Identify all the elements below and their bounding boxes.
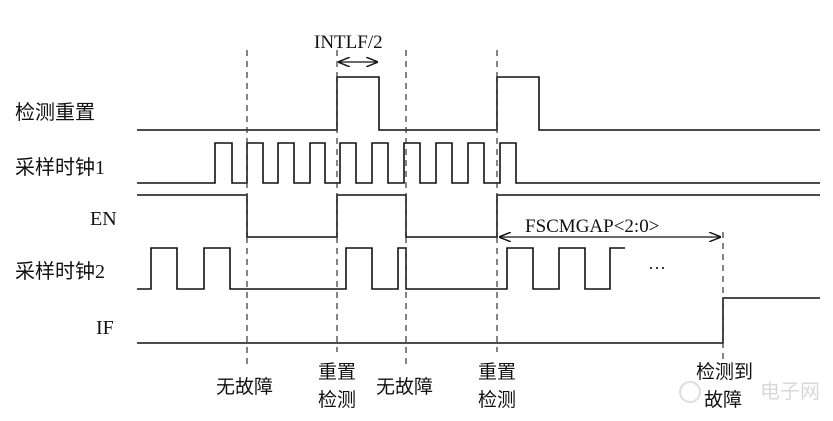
marker-label-reset-detect-2-line1: 重置 [478,361,516,383]
signal-label-sample-clock-1: 采样时钟1 [15,156,105,179]
signal-label-sample-clock-2: 采样时钟2 [15,260,105,283]
waveform-en [137,194,820,238]
marker-label-fault-detected-line1: 检测到 [696,361,753,383]
marker-label-no-fault-2: 无故障 [376,376,433,398]
watermark-text: 电子网 [760,380,820,403]
signal-label-detect-reset: 检测重置 [15,101,95,124]
signal-label-if: IF [96,317,114,339]
marker-label-reset-detect-1-line2: 检测 [318,389,356,411]
watermark-circle-icon [679,381,701,403]
waveform-if [137,297,820,344]
waveform-sample-clock-1 [137,142,820,184]
fscmgap-label: FSCMGAP<2:0> [525,216,659,237]
marker-label-no-fault-1: 无故障 [216,376,273,398]
waveform-detect-reset [137,76,820,131]
watermark: 电子网 [679,380,820,403]
marker-label-fault-detected-line2: 故障 [704,389,742,411]
intlf-label: INTLF/2 [314,32,383,53]
waveform-sample-clock-2 [137,247,625,290]
marker-label-reset-detect-2-line2: 检测 [478,389,516,411]
signal-label-en: EN [90,208,117,230]
marker-label-reset-detect-1-line1: 重置 [318,361,356,383]
clock-ellipsis: ··· [648,258,666,278]
